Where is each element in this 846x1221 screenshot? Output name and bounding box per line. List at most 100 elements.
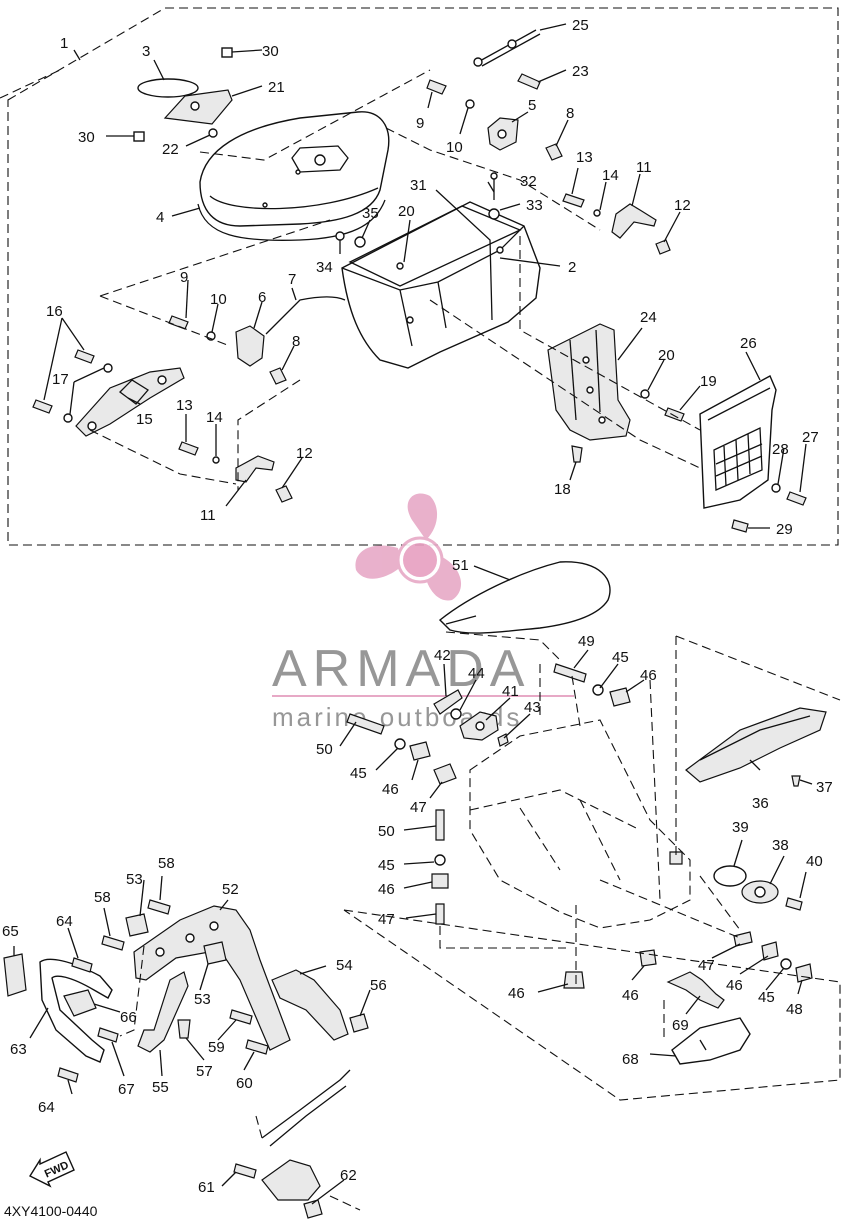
callout-6: 6 <box>258 289 266 306</box>
assembly-lines-lower <box>119 631 841 1211</box>
saddlebag-lid <box>199 111 390 227</box>
callout-65: 65 <box>2 923 19 940</box>
callout-37: 37 <box>816 779 833 796</box>
plate-42 <box>433 689 463 715</box>
callout-10-lower: 10 <box>210 291 227 308</box>
callout-46c: 46 <box>378 881 395 898</box>
nut-8-lower <box>269 367 287 385</box>
callout-labels: 1 2 3 4 5 6 7 8 8 9 9 10 10 11 11 12 12 … <box>2 17 833 1196</box>
callout-13-lower: 13 <box>176 397 193 414</box>
stay-bracket-24 <box>547 323 631 441</box>
clip-small-30b <box>133 131 145 142</box>
screw-37 <box>791 775 801 787</box>
callout-24: 24 <box>640 309 657 326</box>
washer-44 <box>450 708 462 720</box>
washer-45b <box>394 738 406 750</box>
callout-3: 3 <box>142 43 150 60</box>
bolt-58b <box>101 935 125 951</box>
callout-30-left: 30 <box>78 129 95 146</box>
washer-17a <box>103 363 113 373</box>
propeller-logo <box>355 493 462 601</box>
callout-46a: 46 <box>640 667 657 684</box>
bolt-50b <box>435 809 445 841</box>
frame-bracket-52 <box>133 905 291 1051</box>
callout-40: 40 <box>806 853 823 870</box>
washer-10-upper <box>465 99 475 109</box>
callout-17: 17 <box>52 371 69 388</box>
leader-lines-upper <box>43 23 807 529</box>
callout-46e: 46 <box>622 987 639 1004</box>
callout-20-right: 20 <box>658 347 675 364</box>
callout-18: 18 <box>554 481 571 498</box>
clip-small-30a <box>221 47 233 58</box>
nut-12-upper <box>655 239 671 255</box>
callout-31: 31 <box>410 177 427 194</box>
saddlebag-case <box>341 201 541 369</box>
diagram-code: 4XY4100-0440 <box>4 1203 98 1219</box>
callout-34: 34 <box>316 259 333 276</box>
cable-arm <box>261 1069 351 1139</box>
callout-50a: 50 <box>316 741 333 758</box>
bolt-9-lower <box>168 315 189 330</box>
callout-20-left: 20 <box>398 203 415 220</box>
bolt-13-lower <box>178 441 199 456</box>
callout-55: 55 <box>152 1079 169 1096</box>
callout-39: 39 <box>732 819 749 836</box>
case-rim-frame <box>348 205 522 287</box>
callout-8-upper: 8 <box>566 105 574 122</box>
leader-lines-lower <box>13 565 813 1205</box>
bolt-16a <box>74 349 95 364</box>
collar-62b <box>303 1199 323 1219</box>
callout-63: 63 <box>10 1041 27 1058</box>
callout-45a: 45 <box>612 649 629 666</box>
bracket-62 <box>261 1159 321 1201</box>
reflector-grid <box>713 426 763 491</box>
callout-47b: 47 <box>378 911 395 928</box>
collar-46b <box>409 741 431 761</box>
bolt-13-upper <box>562 193 585 208</box>
bolt-64b <box>57 1067 79 1083</box>
callout-25: 25 <box>572 17 589 34</box>
callout-12-upper: 12 <box>674 197 691 214</box>
callout-45b: 45 <box>350 765 367 782</box>
bolt-50a <box>346 713 385 735</box>
spacer-47a <box>433 763 457 785</box>
collar-46e <box>563 971 585 989</box>
bolt-61 <box>233 1163 257 1179</box>
callout-23: 23 <box>572 63 589 80</box>
callout-38: 38 <box>772 837 789 854</box>
callout-5: 5 <box>528 97 536 114</box>
washer-45d <box>780 958 792 970</box>
callout-51: 51 <box>452 557 469 574</box>
callout-32: 32 <box>520 173 537 190</box>
collar-39 <box>713 865 747 887</box>
lid-pad-oval <box>137 78 199 98</box>
callout-33: 33 <box>526 197 543 214</box>
seat-pad-51 <box>438 561 611 634</box>
washer-34 <box>335 231 345 241</box>
callout-21: 21 <box>268 79 285 96</box>
callout-54: 54 <box>336 957 353 974</box>
callout-35: 35 <box>362 205 379 222</box>
bolt-19 <box>664 407 685 422</box>
washer-14-lower <box>212 456 220 464</box>
collar-56 <box>349 1013 369 1033</box>
nut-12-lower <box>275 485 293 503</box>
washer-22 <box>208 128 218 138</box>
callout-58a: 58 <box>158 855 175 872</box>
callout-28: 28 <box>772 441 789 458</box>
callout-7: 7 <box>288 271 296 288</box>
callout-67: 67 <box>118 1081 135 1098</box>
callout-22: 22 <box>162 141 179 158</box>
callout-64a: 64 <box>56 913 73 930</box>
bolt-49 <box>553 663 587 683</box>
callout-64b: 64 <box>38 1099 55 1116</box>
saddlebag-outline-lower <box>469 719 691 929</box>
callout-36: 36 <box>752 795 769 812</box>
callout-48: 48 <box>786 1001 803 1018</box>
callout-1: 1 <box>60 35 68 52</box>
callout-62: 62 <box>340 1167 357 1184</box>
bracket-11-upper <box>611 203 657 239</box>
callout-60: 60 <box>236 1075 253 1092</box>
screw-18 <box>571 445 583 463</box>
